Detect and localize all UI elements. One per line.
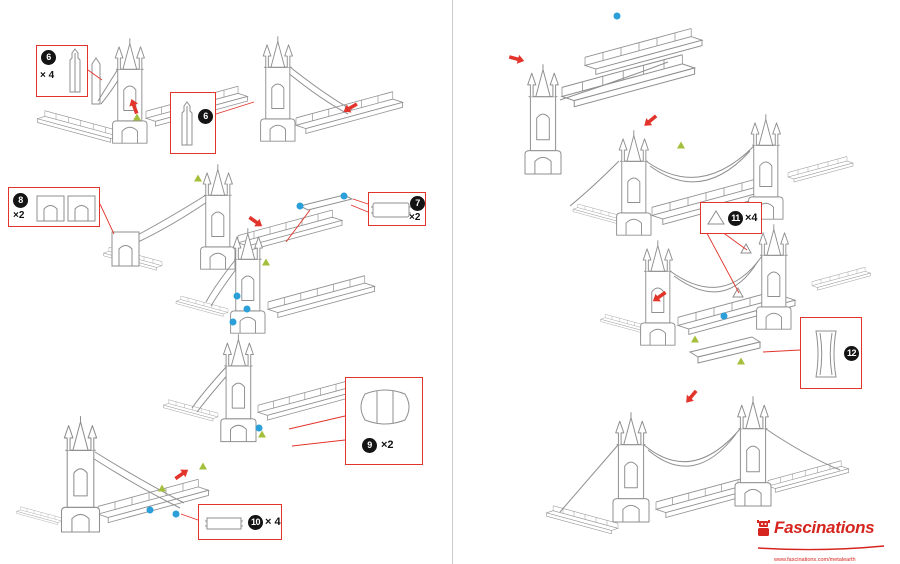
part-number-badge: 7 — [410, 196, 425, 211]
green-triangle-marker-icon — [258, 430, 266, 438]
blue-dot-markers — [146, 12, 728, 518]
part-10-drawing — [205, 517, 243, 530]
part-quantity-label: ×2 — [13, 210, 25, 221]
part-6-drawing — [69, 48, 81, 93]
logo-underline-swoosh — [757, 545, 885, 551]
website-url: www.fascinations.com/metalearth — [774, 557, 856, 563]
part-8-drawing — [36, 195, 96, 222]
red-arrow-icon — [682, 387, 700, 406]
part-quantity-label: ×4 — [745, 212, 758, 224]
part-quantity-label: ×2 — [381, 439, 394, 451]
part-callout-11: 11 ×4 — [700, 202, 762, 234]
part-number-badge: 6 — [198, 109, 213, 124]
part-6-installed — [91, 57, 101, 105]
green-triangle-marker-icon — [194, 174, 202, 182]
part-callout-12: 12 — [800, 317, 862, 389]
part-quantity-label: × 4 — [40, 70, 55, 81]
fascinations-mascot-icon — [757, 519, 770, 536]
green-triangle-marker-icon — [199, 462, 207, 470]
part-8-installed — [111, 231, 140, 267]
part-12-drawing — [815, 330, 837, 378]
bridge-tower-drawing — [200, 163, 236, 270]
red-arrow-icon — [172, 465, 191, 483]
bridge-tower-drawing — [220, 333, 257, 443]
bridge-tower-drawing — [640, 239, 676, 346]
bridge-tower-drawing — [60, 415, 101, 533]
step-illustration-right-1 — [524, 28, 703, 175]
blue-dot-marker-icon — [146, 506, 154, 514]
brand-name: Fascinations — [774, 518, 875, 537]
blue-dot-marker-icon — [233, 292, 241, 300]
part-callout-9: 9 ×2 — [345, 377, 423, 465]
page-divider — [452, 0, 453, 564]
part-callout-6b: 6 — [170, 92, 216, 154]
part-callout-6a: 6 × 4 — [36, 45, 88, 97]
bridge-tower-drawing — [734, 395, 772, 507]
part-number-badge: 9 — [362, 438, 377, 453]
part-quantity-label: × 4 — [265, 516, 281, 528]
bridge-tower-drawing — [260, 35, 296, 142]
red-arrow-icon — [508, 52, 526, 66]
brand-logo: Fascinations www.fascinations.com/metale… — [756, 518, 896, 563]
step-illustration-right-4 — [546, 395, 849, 535]
bridge-tower-drawing — [112, 37, 148, 144]
part-11-floating — [740, 242, 752, 254]
green-triangle-marker-icon — [262, 258, 270, 266]
part-11-drawing — [707, 210, 725, 225]
red-arrow-icon — [641, 112, 660, 130]
part-number-badge: 10 — [248, 515, 263, 530]
part-callout-10: 10 × 4 — [198, 504, 282, 540]
step-illustration-right-2 — [569, 113, 854, 236]
step-illustration-right-3 — [600, 223, 871, 364]
step-illustration-left-5 — [163, 333, 360, 443]
part-callout-8: 8 ×2 — [8, 187, 100, 227]
blue-dot-marker-icon — [243, 305, 251, 313]
part-7-drawing — [371, 202, 411, 218]
step-illustration-left-4 — [175, 194, 376, 334]
green-triangle-marker-icon — [691, 335, 699, 343]
bridge-tower-drawing — [616, 129, 652, 236]
step-illustration-left-3 — [103, 163, 343, 271]
bridge-tower-drawing — [230, 227, 266, 334]
part-number-badge: 8 — [13, 193, 28, 208]
blue-dot-marker-icon — [229, 318, 237, 326]
step-illustration-left-2 — [260, 35, 404, 142]
blue-dot-marker-icon — [255, 424, 263, 432]
green-triangle-marker-icon — [737, 357, 745, 365]
part-number-badge: 6 — [41, 50, 56, 65]
step-illustration-left-6 — [16, 415, 209, 533]
part-11-floating — [732, 286, 744, 298]
blue-dot-marker-icon — [172, 510, 180, 518]
blue-dot-marker-icon — [340, 192, 348, 200]
part-9-drawing — [360, 389, 410, 425]
blue-dot-marker-icon — [720, 312, 728, 320]
green-triangle-marker-icon — [677, 141, 685, 149]
bridge-tower-drawing — [612, 411, 650, 523]
part-7-floating — [298, 194, 354, 211]
part-callout-7: 7 ×2 — [368, 192, 426, 226]
red-arrow-icon — [246, 213, 265, 231]
part-number-badge: 12 — [844, 346, 859, 361]
blue-dot-marker-icon — [296, 202, 304, 210]
part-quantity-label: ×2 — [409, 212, 421, 223]
bridge-tower-drawing — [524, 63, 562, 175]
part-6-drawing — [181, 101, 193, 146]
step-illustration-left-1 — [37, 37, 248, 144]
blue-dot-marker-icon — [613, 12, 621, 20]
bridge-tower-drawing — [756, 223, 792, 330]
part-number-badge: 11 — [728, 211, 743, 226]
